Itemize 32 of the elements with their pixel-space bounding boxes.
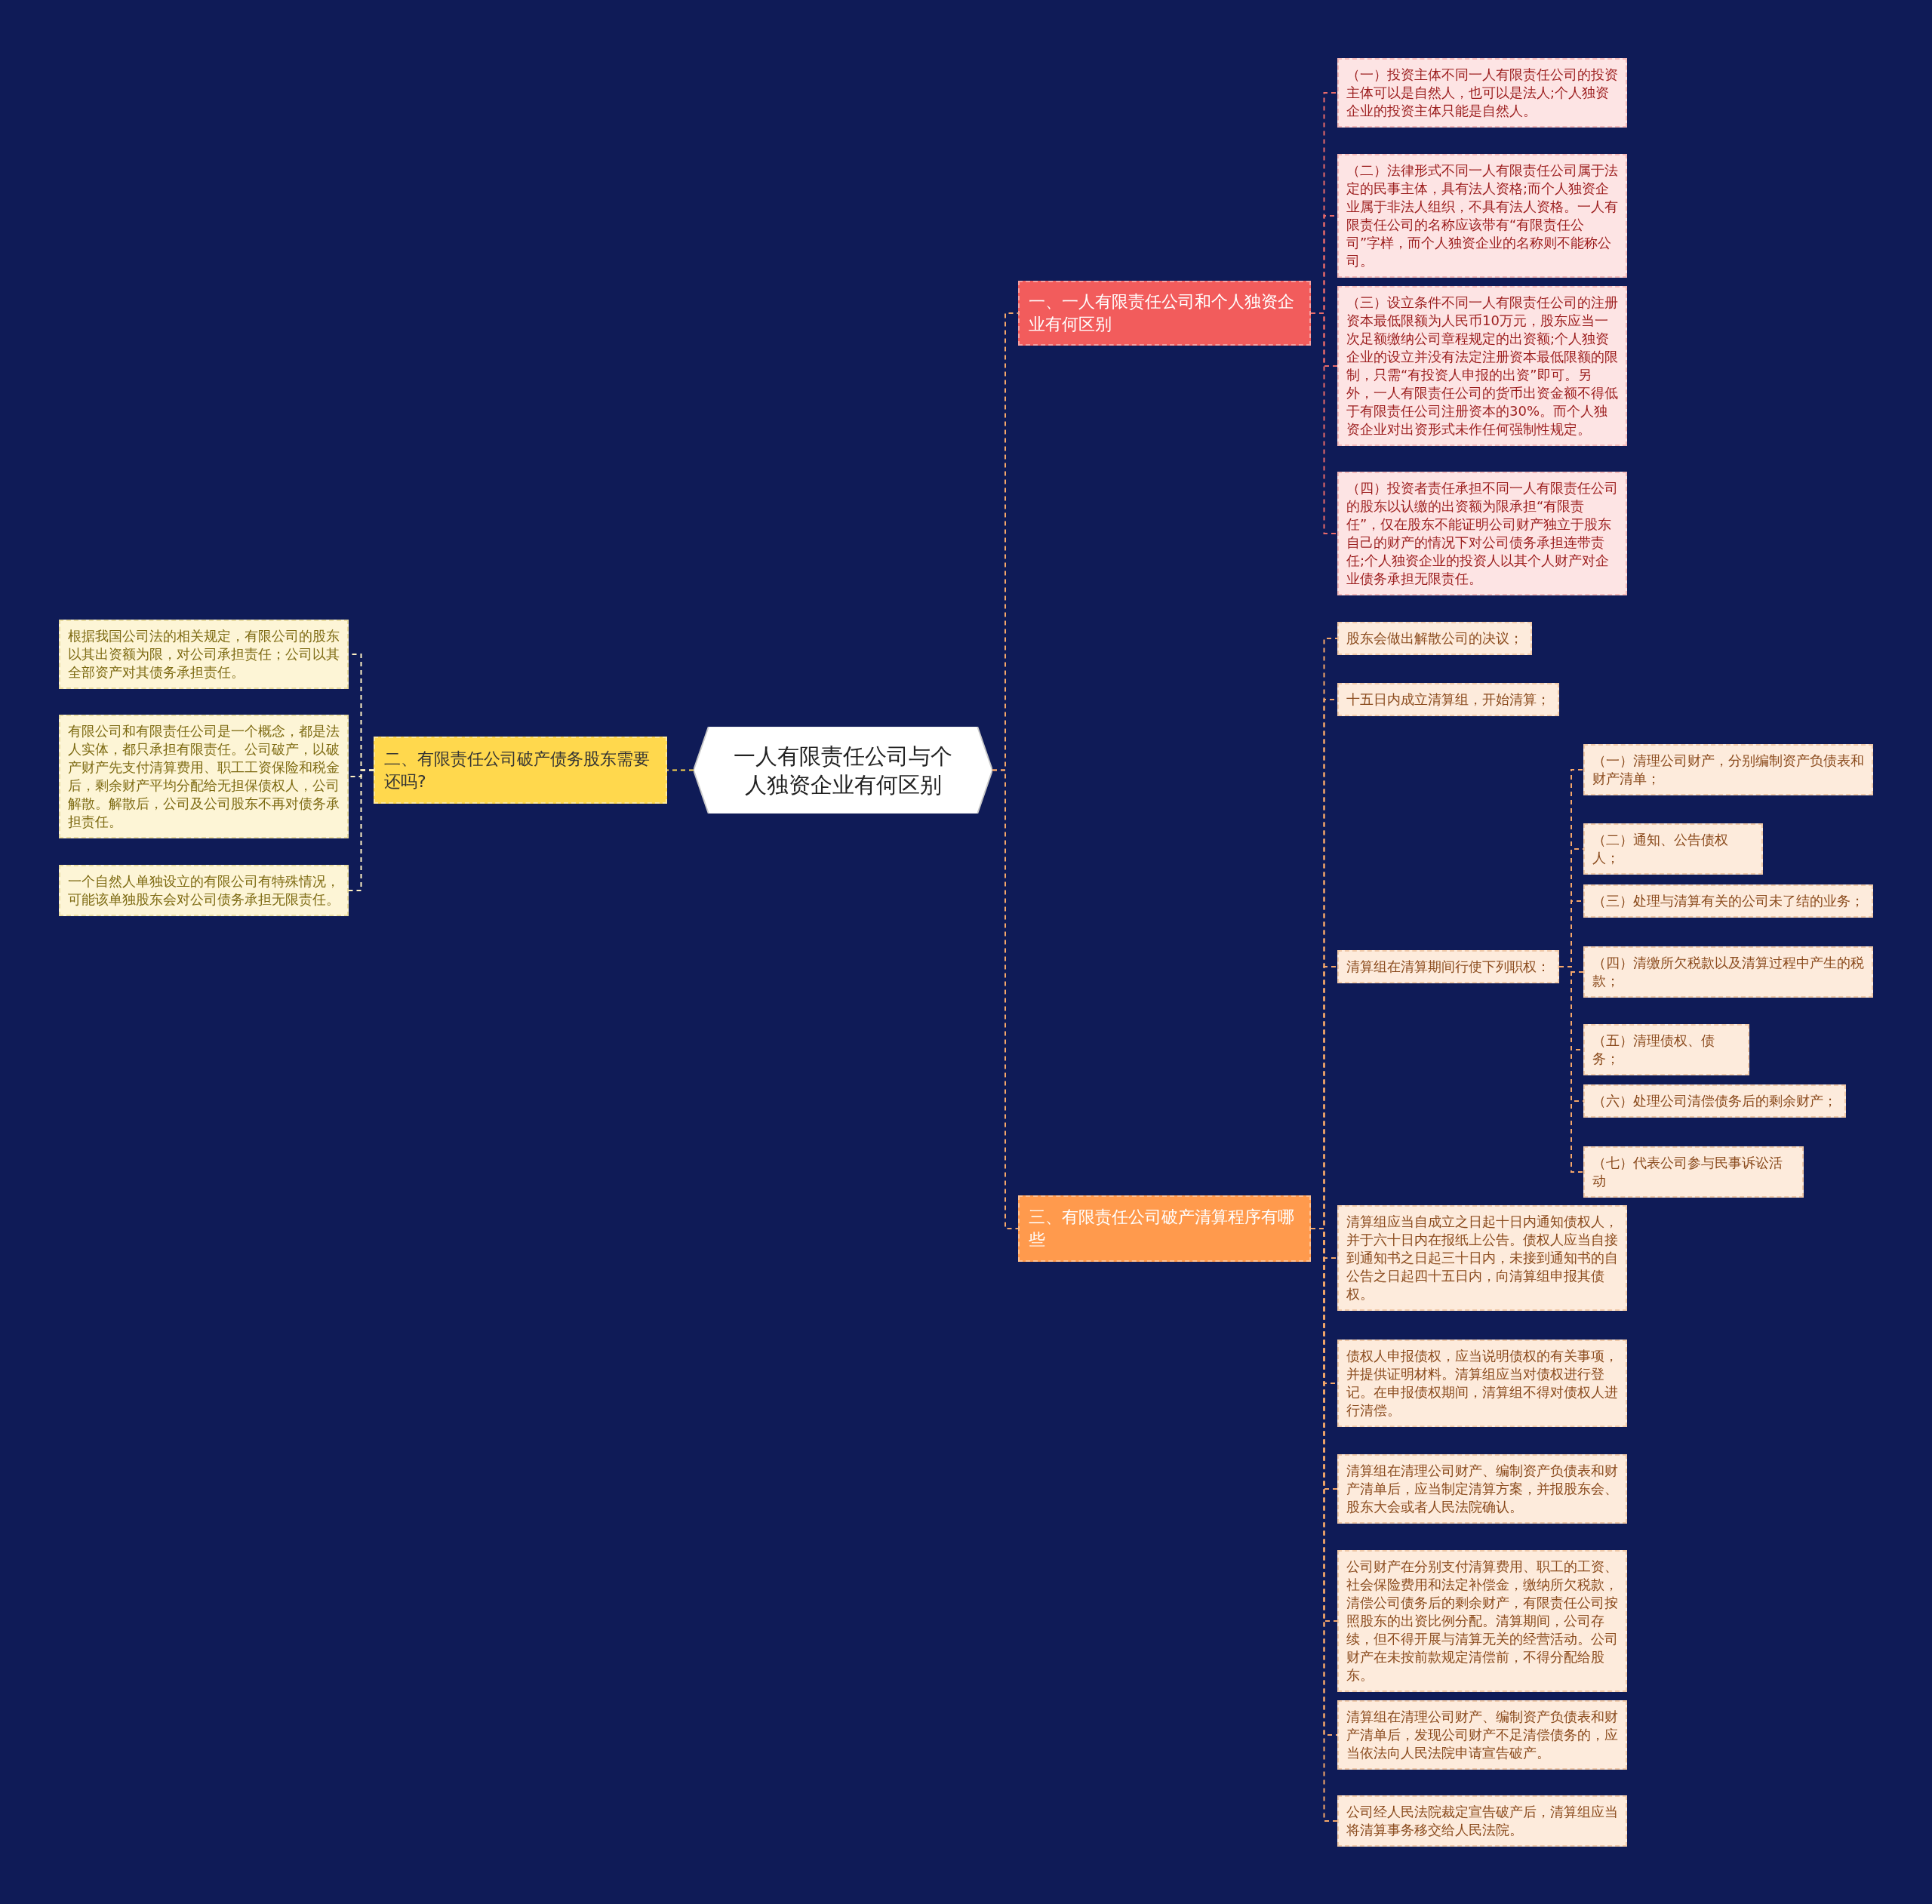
step-card: 公司经人民法院裁定宣告破产后，清算组应当将清算事务移交给人民法院。 — [1337, 1795, 1627, 1847]
step-card: 股东会做出解散公司的决议； — [1337, 622, 1532, 655]
connector-line — [1558, 966, 1584, 1173]
duty-card: （三）处理与清算有关的公司未了结的业务； — [1583, 884, 1873, 918]
note-card: （三）设立条件不同一人有限责任公司的注册资本最低限额为人民币10万元，股东应当一次足额缴纳公司章程规定的出资额;个人独资企业的设立并没有法定注册资本最低限额的限制，只需“有投资人申报的出资”即可。另外，一人有限责任公司的货币出资金额不得低于有限责任公司注册资本的30%。而个人独资企业对出资形式未作任何强制性规定。 — [1337, 286, 1627, 446]
duty-card: （二）通知、公告债权人； — [1583, 823, 1763, 875]
step-card: 债权人申报债权，应当说明债权的有关事项，并提供证明材料。清算组应当对债权进行登记。在申报债权期间，清算组不得对债权人进行清偿。 — [1337, 1340, 1627, 1427]
duty-card: （七）代表公司参与民事诉讼活动 — [1583, 1146, 1804, 1198]
branch-topic: 二、有限责任公司破产债务股东需要还吗? — [374, 737, 667, 804]
branch-topic: 一、一人有限责任公司和个人独资企业有何区别 — [1018, 281, 1311, 346]
duty-card: （六）处理公司清偿债务后的剩余财产； — [1583, 1084, 1846, 1118]
step-card: 公司财产在分别支付清算费用、职工的工资、社会保险费用和法定补偿金，缴纳所欠税款，清偿公司债务后的剩余财产，有限责任公司按照股东的出资比例分配。清算期间，公司存续，但不得开展与清算无关的经营活动。公司财产在未按前款规定清偿前，不得分配给股东。 — [1337, 1550, 1627, 1692]
connector-line — [992, 769, 1019, 1229]
branch-topic: 三、有限责任公司破产清算程序有哪些 — [1018, 1195, 1311, 1262]
step-card: 十五日内成立清算组，开始清算； — [1337, 683, 1559, 716]
duty-card: （一）清理公司财产，分别编制资产负债表和财产清单； — [1583, 744, 1873, 795]
connector-line — [1310, 312, 1338, 534]
duty-card: （五）清理债权、债务； — [1583, 1024, 1749, 1075]
note-card: （四）投资者责任承担不同一人有限责任公司的股东以认缴的出资额为限承担“有限责任”，仅在股东不能证明公司财产独立于股东自己的财产的情况下对公司债务承担连带责任;个人独资企业的投资人以其个人财产对企业债务承担无限责任。 — [1337, 472, 1627, 595]
central-topic: 一人有限责任公司与个人独资企业有何区别 — [694, 727, 992, 814]
step-card: 清算组在清理公司财产、编制资产负债表和财产清单后，应当制定清算方案，并报股东会、股东大会或者人民法院确认。 — [1337, 1454, 1627, 1524]
duty-card: （四）清缴所欠税款以及清算过程中产生的税款； — [1583, 946, 1873, 998]
note-card: 根据我国公司法的相关规定，有限公司的股东以其出资额为限，对公司承担责任；公司以其全部资产对其债务承担责任。 — [59, 620, 349, 689]
connector-line — [666, 769, 694, 771]
note-card: 有限公司和有限责任公司是一个概念，都是法人实体，都只承担有限责任。公司破产，以破产财产先支付清算费用、职工工资保险和税金后，剩余财产平均分配给无担保债权人，公司解散。解散后，公司及公司股东不再对债务承担责任。 — [59, 715, 349, 838]
note-card: 一个自然人单独设立的有限公司有特殊情况，可能该单独股东会对公司债务承担无限责任。 — [59, 865, 349, 916]
step-card: 清算组在清算期间行使下列职权： — [1337, 950, 1559, 983]
step-card: 清算组在清理公司财产、编制资产负债表和财产清单后，发现公司财产不足清偿债务的，应当依法向人民法院申请宣告破产。 — [1337, 1700, 1627, 1770]
step-card: 清算组应当自成立之日起十日内通知债权人，并于六十日内在报纸上公告。债权人应当自接到通知书之日起三十日内，未接到通知书的自公告之日起四十五日内，向清算组申报其债权。 — [1337, 1205, 1627, 1311]
note-card: （二）法律形式不同一人有限责任公司属于法定的民事主体，具有法人资格;而个人独资企业属于非法人组织，不具有法人资格。一人有限责任公司的名称应该带有“有限责任公司”字样，而个人独资企业的名称则不能称公司。 — [1337, 154, 1627, 278]
connector-line — [348, 769, 374, 891]
note-card: （一）投资主体不同一人有限责任公司的投资主体可以是自然人，也可以是法人;个人独资企业的投资主体只能是自然人。 — [1337, 58, 1627, 128]
